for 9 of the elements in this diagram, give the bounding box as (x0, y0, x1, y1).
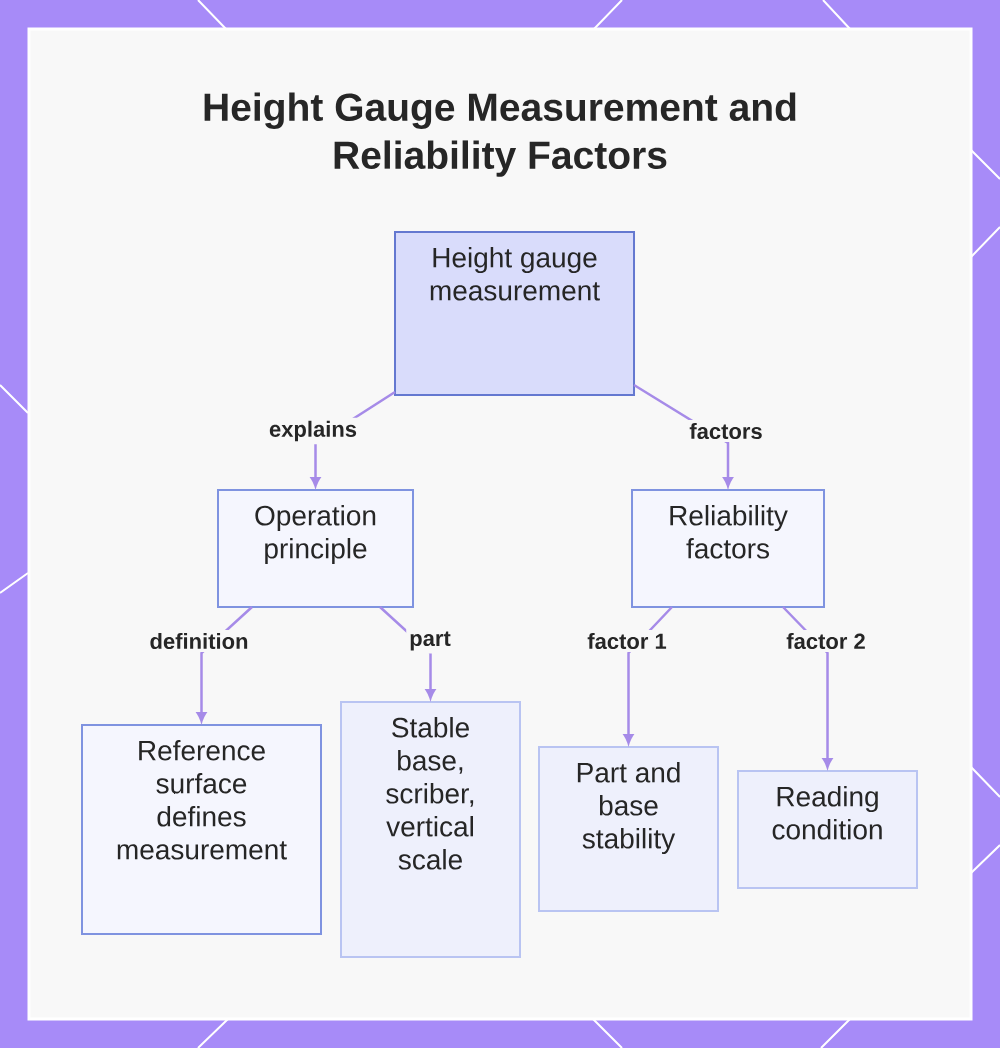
edge-label: factors (686, 419, 766, 443)
concept-box: Height gauge measurement (394, 231, 635, 396)
concept-box: Reference surface defines measurement (81, 724, 322, 935)
concept-box: Part and base stability (538, 746, 719, 912)
title: Height Gauge Measurement and Reliability Factors (204, 92, 796, 177)
concept-box: Reading condition (737, 770, 918, 889)
concept-box: Operation principle (217, 489, 414, 608)
concept-box: Stable base, scriber, vertical scale (340, 701, 521, 958)
concept-box: Reliability factors (631, 489, 825, 608)
